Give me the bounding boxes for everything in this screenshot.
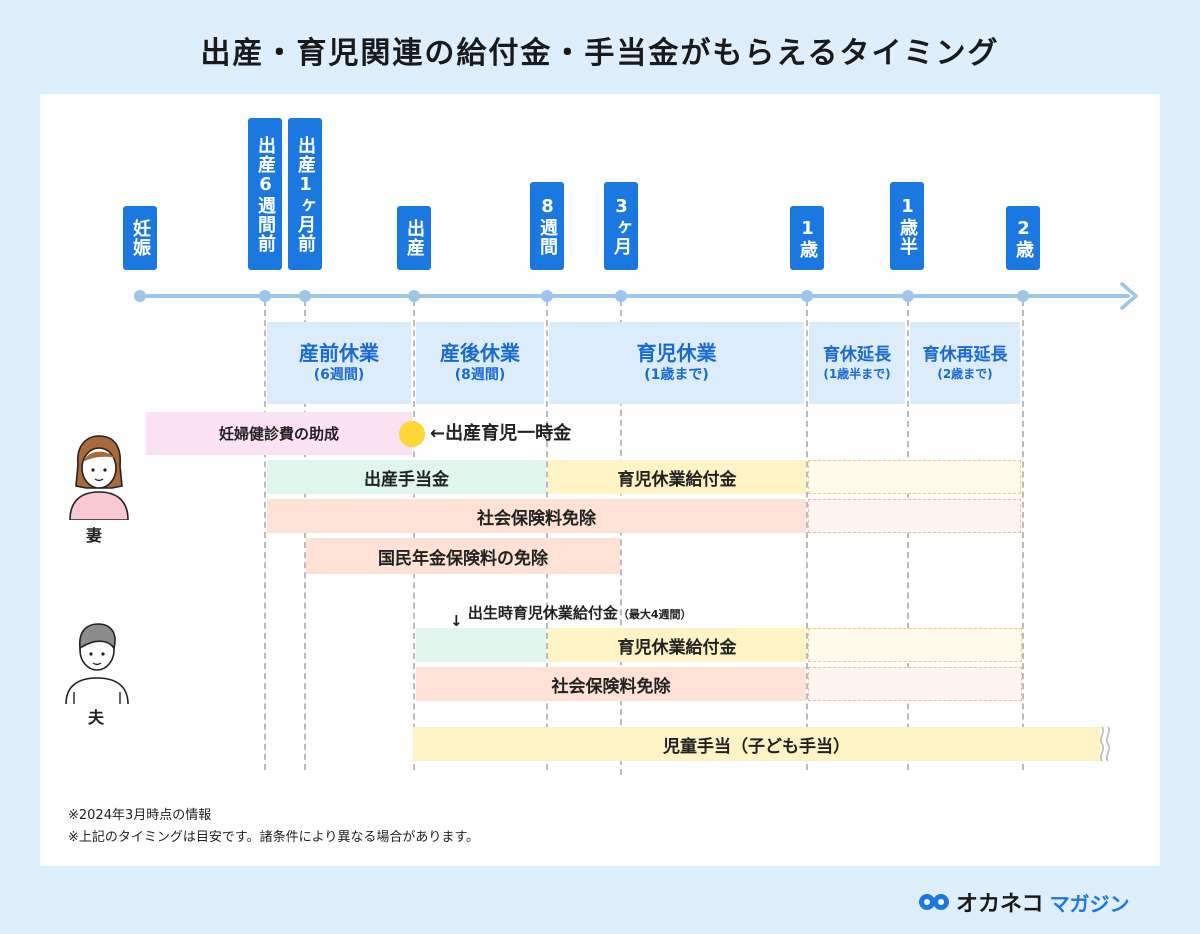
arrow-down-icon: ↓ — [450, 612, 463, 630]
wife-label: 妻 — [86, 526, 103, 545]
guide-line-three-months — [620, 300, 622, 775]
lump-sum-marker — [399, 421, 425, 447]
husband-social-insurance-bar: 社会保険料免除 — [416, 667, 806, 701]
milestone-two-years: 2歳 — [1006, 206, 1040, 270]
husband-postnatal-benefit-label: 出生時育児休業給付金 — [467, 604, 618, 622]
timeline-dot-birth — [408, 290, 420, 302]
husband-childcare-benefit-bar: 育児休業給付金 — [548, 628, 806, 662]
guide-line-one-month-before — [304, 300, 306, 770]
timeline-dot-two-years — [1017, 290, 1029, 302]
wife-pension-exemption-label: 国民年金保険料の免除 — [378, 548, 548, 569]
wife-childcare-benefit-extension — [808, 460, 1021, 494]
period-reextension-duration: (2歳まで) — [937, 366, 993, 381]
note-disclaimer: ※上記のタイミングは目安です。諸条件により異なる場合があります。 — [68, 830, 480, 845]
milestone-three-months: 3ヶ月 — [604, 182, 638, 270]
timeline-dot-three-months — [615, 290, 627, 302]
period-childcare-name: 育児休業 — [636, 341, 717, 366]
husband-social-insurance-extension — [808, 667, 1022, 701]
period-extension-name: 育休延長 — [823, 344, 891, 365]
wife-maternity-allowance-label: 出産手当金 — [364, 469, 449, 490]
guide-line-birth — [413, 300, 415, 770]
wife-checkup-subsidy-bar: 妊婦健診費の助成 — [146, 412, 412, 455]
period-childcare: 育児休業 (1歳まで) — [549, 322, 804, 404]
husband-label: 夫 — [88, 708, 105, 727]
child-allowance-label: 児童手当（子ども手当） — [663, 736, 850, 757]
period-prenatal-name: 産前休業 — [299, 341, 379, 366]
wife-avatar — [69, 435, 129, 520]
milestone-one-and-half-years: 1歳半 — [890, 182, 924, 270]
timeline-dot-six-weeks-before — [259, 290, 271, 302]
period-postnatal-duration: (8週間) — [454, 367, 506, 384]
milestone-pregnancy: 妊娠 — [123, 206, 157, 270]
husband-postnatal-benefit-bar — [416, 628, 546, 662]
timeline-dot-eight-weeks — [541, 290, 553, 302]
wife-childcare-benefit-label: 育児休業給付金 — [617, 469, 737, 490]
husband-avatar — [65, 623, 129, 704]
timeline-dot-one-year — [801, 290, 813, 302]
period-reextension-name: 育休再延長 — [922, 344, 1008, 365]
wife-checkup-subsidy-label: 妊婦健診費の助成 — [218, 425, 339, 443]
husband-childcare-benefit-label: 育児休業給付金 — [617, 637, 737, 658]
brand-name: オカネコ — [956, 892, 1044, 917]
period-reextension: 育休再延長 (2歳まで) — [910, 322, 1020, 404]
period-postnatal: 産後休業 (8週間) — [416, 322, 544, 404]
husband-social-insurance-label: 社会保険料免除 — [551, 676, 671, 697]
period-prenatal: 産前休業 (6週間) — [267, 322, 411, 404]
period-extension: 育休延長 (1歳半まで) — [809, 322, 905, 404]
timeline-dot-pregnancy — [134, 290, 146, 302]
husband-childcare-benefit-extension — [808, 628, 1022, 662]
wife-lump-sum-label: ←出産育児一時金 — [430, 423, 572, 444]
wife-maternity-allowance-bar: 出産手当金 — [267, 460, 546, 494]
wife-social-insurance-bar: 社会保険料免除 — [267, 499, 806, 533]
husband-postnatal-benefit-pointer: ↓ 出生時育児休業給付金（最大4週間） — [450, 604, 692, 630]
timeline-dot-one-month-before — [299, 290, 311, 302]
milestone-birth: 出産 — [397, 206, 431, 270]
period-postnatal-name: 産後休業 — [440, 341, 520, 366]
wife-pension-exemption-bar: 国民年金保険料の免除 — [306, 538, 620, 574]
wife-social-insurance-extension — [808, 499, 1021, 533]
wife-childcare-benefit-bar: 育児休業給付金 — [548, 460, 806, 494]
brand-logo: オカネコ マガジン — [918, 886, 1130, 918]
guide-line-one-year — [806, 300, 808, 770]
milestone-six-weeks-before: 出産6週間前 — [248, 118, 282, 270]
continuation-wave-icon — [1100, 726, 1110, 762]
wife-social-insurance-label: 社会保険料免除 — [477, 508, 596, 529]
period-childcare-duration: (1歳まで) — [644, 367, 709, 384]
note-date: ※2024年3月時点の情報 — [68, 808, 212, 823]
period-extension-duration: (1歳半まで) — [823, 366, 891, 381]
milestone-one-year: 1歳 — [790, 206, 824, 270]
timeline-dot-one-and-half-years — [902, 290, 914, 302]
guide-line-eight-weeks — [546, 300, 548, 770]
brand-suffix: マガジン — [1049, 891, 1130, 916]
milestone-one-month-before: 出産1ヶ月前 — [288, 118, 322, 270]
husband-postnatal-benefit-note: （最大4週間） — [617, 608, 692, 621]
timeline-arrow-icon — [1120, 282, 1138, 310]
guide-line-six-weeks-before — [264, 300, 266, 770]
period-prenatal-duration: (6週間) — [313, 367, 365, 384]
brand-mark-icon — [919, 894, 949, 910]
timeline-axis — [140, 294, 1130, 298]
guide-line-one-and-half-years — [907, 300, 909, 770]
child-allowance-bar: 児童手当（子ども手当） — [413, 727, 1100, 761]
page-title: 出産・育児関連の給付金・手当金がもらえるタイミング — [200, 36, 1000, 71]
milestone-eight-weeks: 8週間 — [530, 182, 564, 270]
guide-line-two-years — [1022, 300, 1024, 770]
